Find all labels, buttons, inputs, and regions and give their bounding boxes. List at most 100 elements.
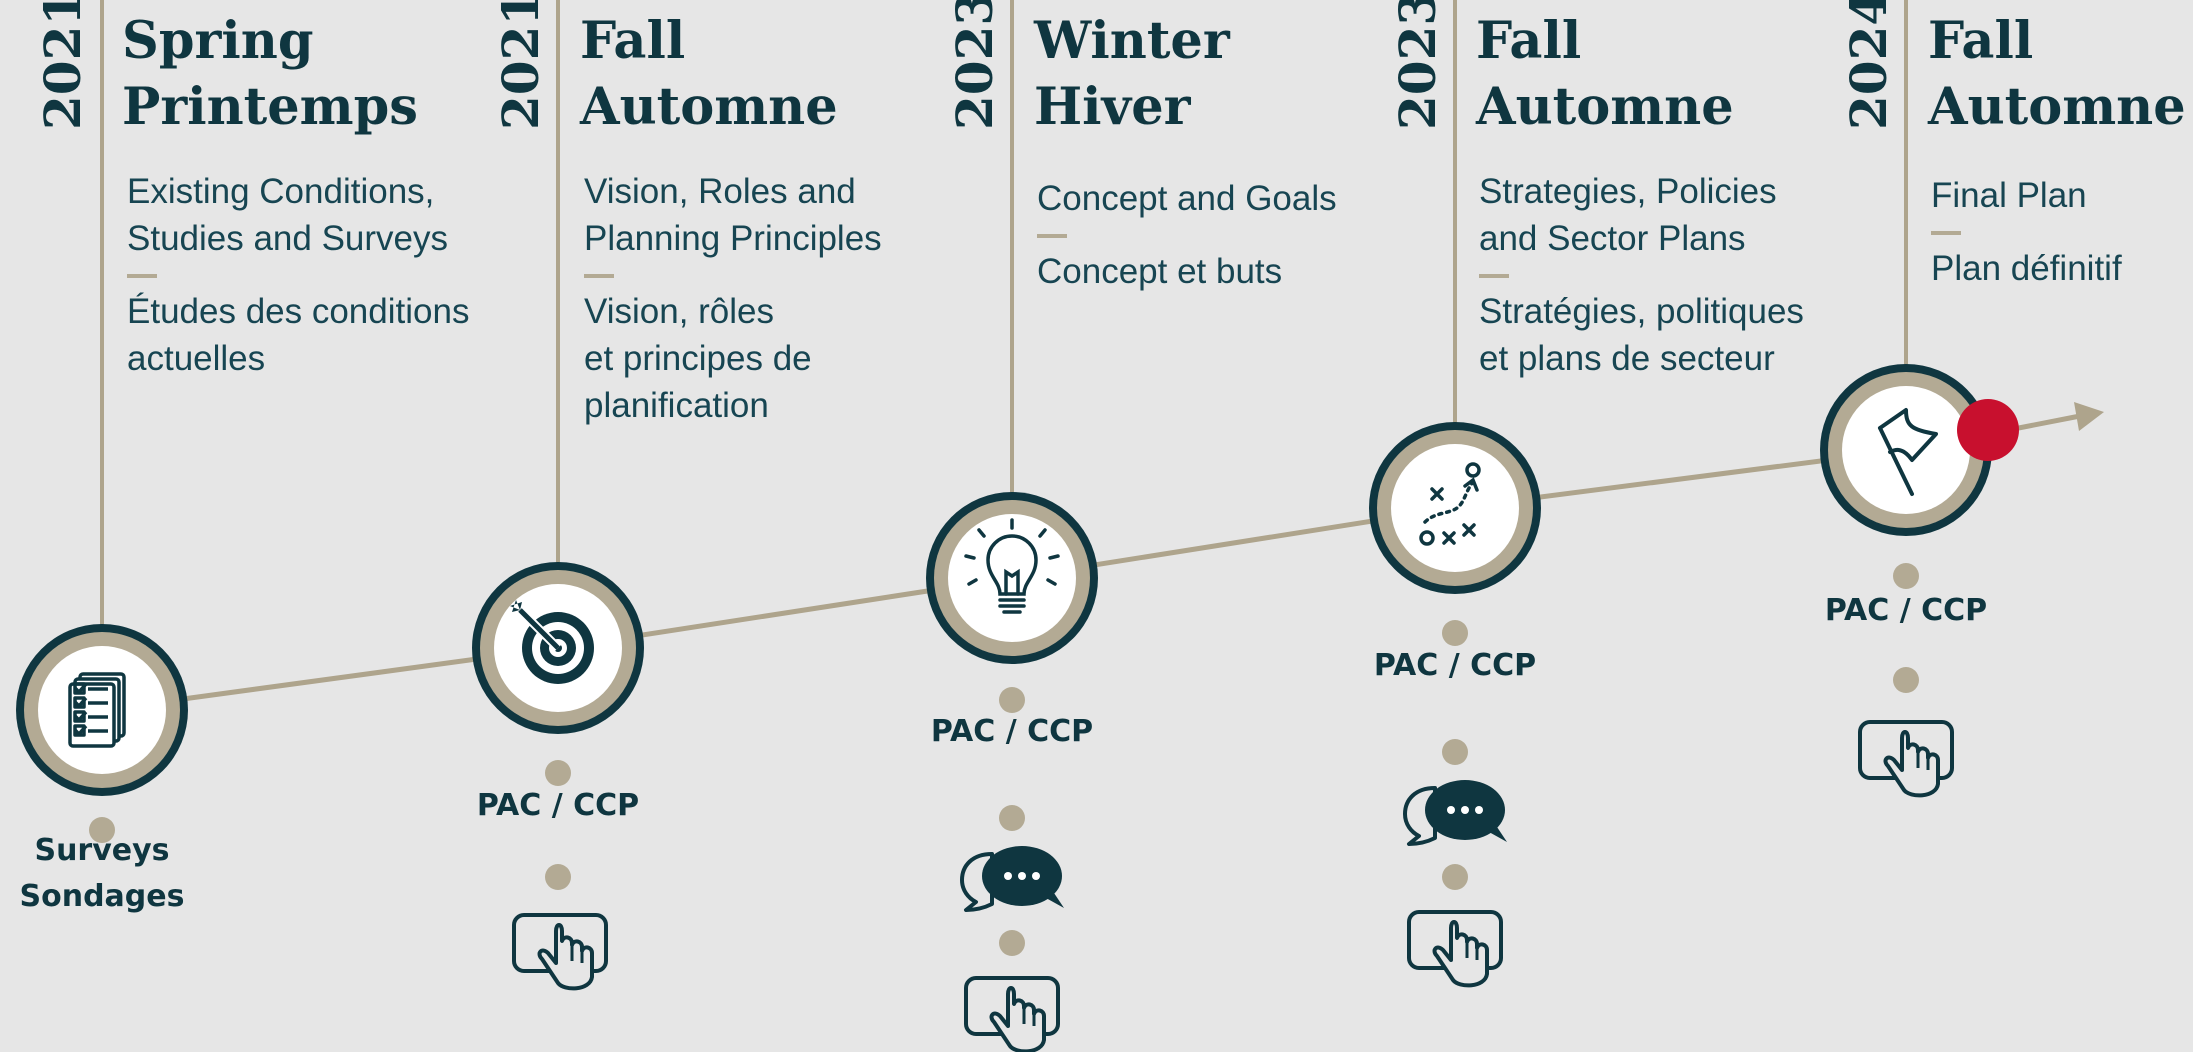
checkmark [73, 710, 88, 722]
engagement-label: PAC / CCP [931, 709, 1093, 755]
engagement-label-line: PAC / CCP [930, 714, 1094, 749]
engagement-label-line: Surveys [34, 833, 170, 868]
o-mark [1419, 530, 1435, 546]
online-touch-icon [964, 976, 1060, 1052]
engagement-label: PAC / CCP [1825, 588, 1987, 634]
season-french: Hiver [1034, 77, 1191, 137]
season-english: Fall [1928, 11, 2034, 71]
description-english-line: Strategies, Policies [1479, 172, 1777, 211]
pointing-hand [1432, 920, 1489, 988]
online-touch-icon [1407, 910, 1503, 988]
stage-year: 2021 [33, 0, 92, 130]
checkmark [73, 696, 88, 708]
pointing-hand [537, 923, 594, 991]
description-french-line: actuelles [127, 339, 266, 378]
description-english-line: Planning Principles [584, 219, 882, 258]
connector-dot [999, 930, 1025, 956]
lightbulb-icon [964, 518, 1060, 614]
bulb-filament [1004, 568, 1020, 596]
x-mark [1442, 531, 1456, 545]
bulb-glass [986, 534, 1038, 596]
engagement-label-line: PAC / CCP [1824, 593, 1988, 628]
checkmark [73, 682, 88, 694]
description-french-line: et principes de [584, 339, 812, 378]
chat-icon [960, 846, 1064, 912]
season-french: Automne [1476, 77, 1734, 137]
speech-bubble-tail [1046, 890, 1064, 908]
ellipsis-dot [1447, 806, 1455, 814]
description-english-line: Final Plan [1931, 176, 2087, 215]
season-english: Fall [1476, 11, 1582, 71]
pointing-hand [989, 986, 1046, 1052]
description-english-line: Studies and Surveys [127, 219, 449, 258]
engagement-label-line: Sondages [19, 879, 185, 914]
language-separator [1931, 231, 1961, 235]
description-french-line: planification [584, 386, 769, 425]
chat-icon [1403, 780, 1507, 846]
connector-dot [1893, 563, 1919, 589]
flag-pole [1878, 426, 1914, 496]
language-separator [1037, 234, 1067, 238]
pointing-hand [1883, 730, 1940, 798]
milestone-face [1842, 386, 1970, 514]
season-french: Printemps [122, 77, 419, 137]
engagement-label: PAC / CCP [1374, 643, 1536, 689]
connector-dot [1442, 739, 1468, 765]
stage-year: 2023 [1388, 0, 1447, 130]
light-ray [1048, 554, 1060, 560]
connector-dot [999, 687, 1025, 713]
survey-documents-icon [68, 672, 126, 748]
light-ray [967, 578, 978, 586]
description-english-line: Existing Conditions, [127, 172, 435, 211]
connector-dot [545, 864, 571, 890]
play-arrowhead [1463, 477, 1479, 492]
engagement-label-line: PAC / CCP [1373, 648, 1537, 683]
arrow-shaft [518, 608, 560, 650]
description-english-line: and Sector Plans [1479, 219, 1746, 258]
season-french: Automne [1928, 77, 2186, 137]
speech-bubble-tail [1489, 824, 1507, 842]
light-ray [964, 554, 976, 560]
description-english-line: Concept and Goals [1037, 179, 1337, 218]
description-french-line: Concept et buts [1037, 252, 1283, 291]
x-mark [1430, 487, 1444, 501]
ellipsis-dot [1032, 872, 1040, 880]
flag-cloth [1878, 408, 1938, 462]
description-french-line: et plans de secteur [1479, 339, 1775, 378]
current-position-marker [1957, 399, 2019, 461]
connector-dot [999, 805, 1025, 831]
stage-year: 2023 [945, 0, 1004, 130]
season-english: Spring [122, 11, 314, 71]
connector-dot [89, 817, 115, 843]
language-separator [127, 274, 157, 278]
engagement-label-line: PAC / CCP [476, 788, 640, 823]
season-english: Fall [580, 11, 686, 71]
ellipsis-dot [1004, 872, 1012, 880]
target-icon [510, 600, 594, 684]
light-ray [1038, 528, 1047, 538]
description-french-line: Stratégies, politiques [1479, 292, 1804, 331]
season-english: Winter [1034, 11, 1230, 71]
connector-dot [1442, 620, 1468, 646]
description-french-line: Vision, rôles [584, 292, 775, 331]
connector-dot [545, 760, 571, 786]
light-ray [977, 528, 986, 538]
description-english-line: Vision, Roles and [584, 172, 856, 211]
arrowhead-icon [2074, 402, 2104, 431]
arrow-fletching [510, 600, 522, 612]
description-french-line: Plan définitif [1931, 249, 2122, 288]
engagement-label: PAC / CCP [477, 783, 639, 829]
ellipsis-dot [1461, 806, 1469, 814]
season-french: Automne [580, 77, 838, 137]
ellipsis-dot [1475, 806, 1483, 814]
